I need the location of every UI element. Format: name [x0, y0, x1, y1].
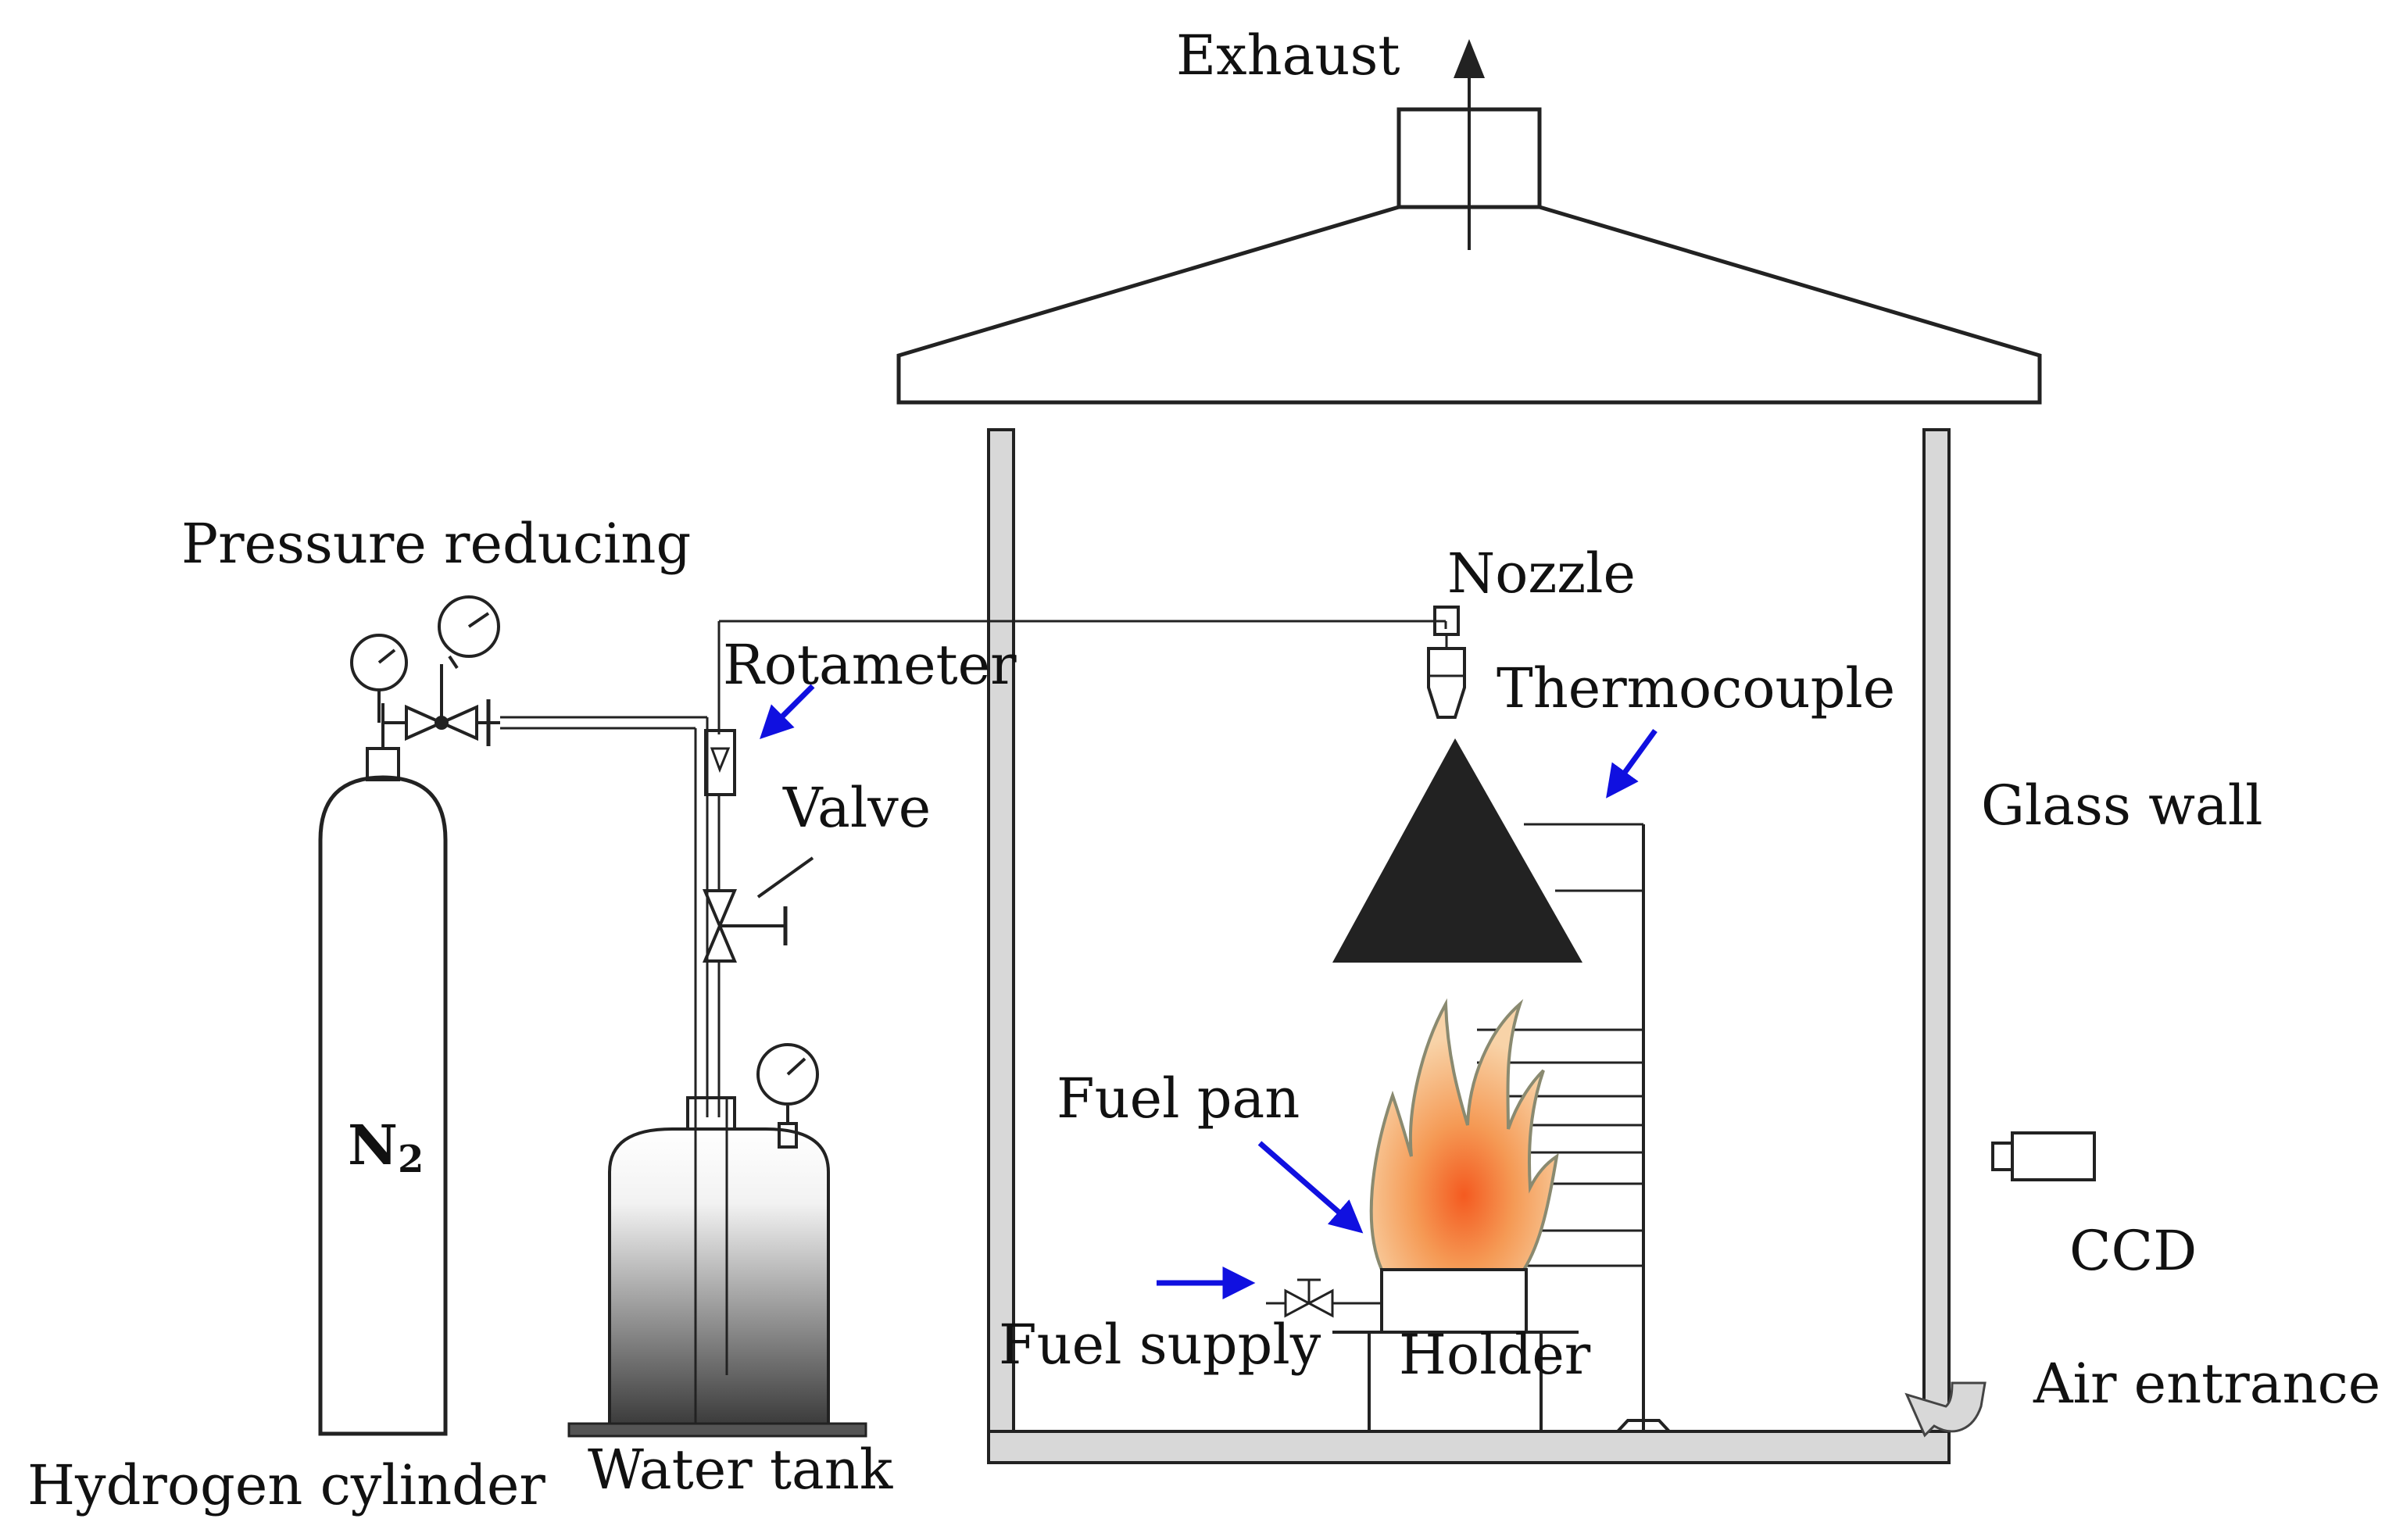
thermocouple-pointer-arrow — [1606, 728, 1658, 799]
cone-icon — [1332, 738, 1582, 963]
rotameter-pointer-arrow — [760, 684, 815, 739]
valve-label: Valve — [782, 776, 931, 840]
fuel-supply-label: Fuel supply — [999, 1313, 1321, 1377]
glass-wall-left — [987, 428, 1015, 1455]
ccd-label: CCD — [2069, 1219, 2197, 1283]
thermocouple-label: Thermocouple — [1497, 656, 1895, 720]
glass-wall-right — [1922, 428, 1951, 1455]
ccd-camera-icon — [1991, 1131, 2096, 1181]
air-entrance-icon — [1904, 1381, 1987, 1438]
holder-label: Holder — [1399, 1323, 1591, 1387]
n2-label: N2 — [348, 1113, 424, 1181]
glass-wall-label: Glass wall — [1981, 774, 2263, 838]
holder — [1332, 1331, 1579, 1433]
exhaust-hood — [896, 39, 2042, 405]
exhaust-arrow-icon — [1454, 39, 1485, 78]
pressure-reducing-label: Pressure reducing — [181, 512, 691, 576]
water-tank-label: Water tank — [588, 1438, 893, 1502]
flame-icon — [1369, 998, 1559, 1271]
hydrogen-cylinder-label: Hydrogen cylinder — [27, 1453, 545, 1517]
valve — [702, 856, 814, 963]
water-tank — [567, 1043, 867, 1438]
fuel-pan-pointer-arrow — [1257, 1141, 1364, 1234]
air-entrance-label: Air entrance — [2033, 1352, 2380, 1416]
reducer-gauge-icon — [438, 595, 500, 658]
valve-icon — [702, 889, 738, 963]
pointer-arrows — [760, 684, 1658, 1299]
rotameter-label: Rotameter — [723, 633, 1017, 697]
nozzle — [1427, 606, 1466, 719]
combustion-chamber — [987, 428, 1951, 1464]
chamber-floor — [987, 1430, 1951, 1464]
hydrogen-cylinder: N2 — [318, 595, 500, 1436]
rotameter — [704, 729, 736, 796]
gas-piping — [500, 620, 1447, 1117]
fuel-pan-label: Fuel pan — [1057, 1067, 1300, 1131]
tank-gauge-icon — [756, 1043, 819, 1106]
nozzle-label: Nozzle — [1447, 541, 1636, 606]
fuel-supply-valve — [1266, 1278, 1382, 1318]
exhaust-label: Exhaust — [1176, 23, 1400, 88]
